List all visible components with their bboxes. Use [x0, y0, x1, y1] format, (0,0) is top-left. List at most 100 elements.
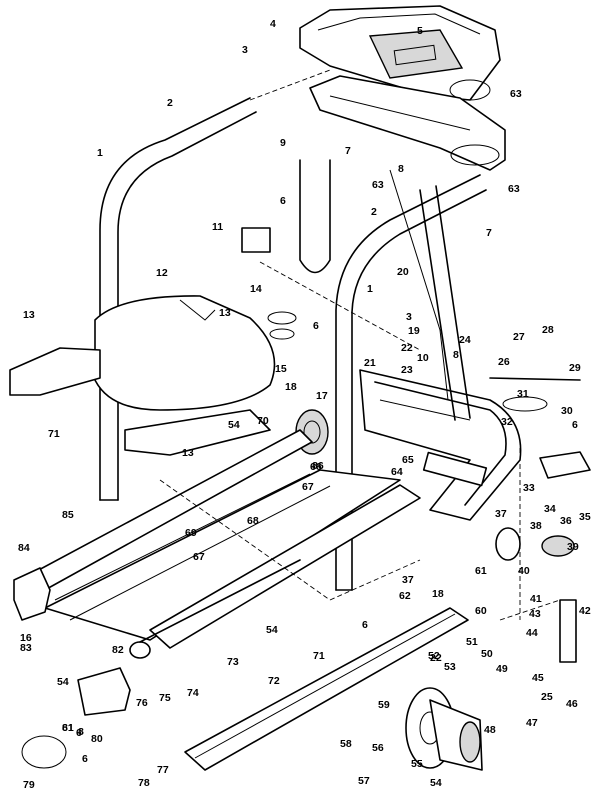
motor-cover-small — [77, 667, 131, 716]
right-upright — [335, 174, 487, 591]
pulley-wheel — [495, 527, 521, 561]
callout-86: 86 — [312, 460, 324, 472]
callout-1: 1 — [97, 147, 103, 159]
callout-35: 35 — [579, 511, 591, 523]
callout-10: 10 — [417, 352, 429, 364]
walking-deck — [44, 469, 401, 641]
callout-18: 18 — [432, 588, 444, 600]
callout-54: 54 — [57, 676, 69, 688]
callout-13: 13 — [23, 309, 35, 321]
callout-8: 8 — [453, 349, 459, 361]
callout-12: 12 — [156, 267, 168, 279]
callout-63: 63 — [372, 179, 384, 191]
callout-62: 62 — [399, 590, 411, 602]
callout-81: 81 — [62, 722, 74, 734]
callout-45: 45 — [532, 672, 544, 684]
callout-32: 32 — [501, 416, 513, 428]
callout-63: 63 — [510, 88, 522, 100]
upright-support-20 — [419, 185, 471, 421]
callout-49: 49 — [496, 663, 508, 675]
callout-56: 56 — [372, 742, 384, 754]
callout-9: 9 — [280, 137, 286, 149]
callout-26: 26 — [498, 356, 510, 368]
callout-60: 60 — [475, 605, 487, 617]
callout-82: 82 — [112, 644, 124, 656]
callout-18: 18 — [285, 381, 297, 393]
callout-30: 30 — [561, 405, 573, 417]
callout-74: 74 — [187, 687, 199, 699]
callout-67: 67 — [302, 481, 314, 493]
callout-31: 31 — [517, 388, 529, 400]
callout-64: 64 — [391, 466, 403, 478]
callout-65: 65 — [402, 454, 414, 466]
callout-2: 2 — [167, 97, 173, 109]
callout-27: 27 — [513, 331, 525, 343]
callout-25: 25 — [541, 691, 553, 703]
key-cord — [21, 735, 67, 769]
callout-59: 59 — [378, 699, 390, 711]
callout-54: 54 — [228, 419, 240, 431]
console-base — [309, 75, 506, 171]
callout-43: 43 — [529, 608, 541, 620]
right-rail — [149, 484, 421, 649]
callout-7: 7 — [486, 227, 492, 239]
assembly-lines — [159, 69, 561, 621]
incline-motor — [405, 687, 483, 771]
callout-73: 73 — [227, 656, 239, 668]
callout-6: 6 — [362, 619, 368, 631]
callout-20: 20 — [397, 266, 409, 278]
callout-54: 54 — [430, 777, 442, 789]
callout-41: 41 — [530, 593, 542, 605]
callout-3: 3 — [242, 44, 248, 56]
front-roller — [129, 559, 301, 659]
hood-bracket-left — [9, 347, 101, 396]
callout-15: 15 — [275, 363, 287, 375]
callout-13: 13 — [182, 447, 194, 459]
callout-6: 6 — [313, 320, 319, 332]
callout-46: 46 — [566, 698, 578, 710]
callout-22: 22 — [430, 652, 442, 664]
callout-8: 8 — [398, 163, 404, 175]
callout-85: 85 — [62, 509, 74, 521]
callout-61: 61 — [475, 565, 487, 577]
callout-23: 23 — [401, 364, 413, 376]
callout-28: 28 — [542, 324, 554, 336]
callout-52: 52 — [428, 650, 440, 662]
callout-17: 17 — [316, 390, 328, 402]
callout-33: 33 — [523, 482, 535, 494]
callout-47: 47 — [526, 717, 538, 729]
callout-71: 71 — [48, 428, 60, 440]
callout-50: 50 — [481, 648, 493, 660]
callout-19: 19 — [408, 325, 420, 337]
cable-coil — [502, 396, 548, 412]
callout-79: 79 — [23, 779, 35, 791]
main-frame — [359, 369, 522, 521]
callout-39: 39 — [567, 541, 579, 553]
callout-8: 8 — [78, 726, 84, 738]
callouts: 1 1 2 2 3 3 4 5 6 6 6 6 6 6 7 7 8 8 8 9 … — [18, 18, 591, 791]
callout-76: 76 — [136, 697, 148, 709]
callout-84: 84 — [18, 542, 30, 554]
callout-6: 6 — [82, 753, 88, 765]
callout-6: 6 — [280, 195, 286, 207]
callout-16: 16 — [20, 632, 32, 644]
callout-14: 14 — [250, 283, 262, 295]
strap-9 — [299, 159, 331, 274]
motor-hood — [94, 295, 276, 411]
callout-63: 63 — [508, 183, 520, 195]
front-endcap — [13, 567, 51, 621]
upright-wire — [389, 169, 449, 401]
callout-55: 55 — [411, 758, 423, 770]
callout-80: 80 — [91, 733, 103, 745]
callout-68: 68 — [247, 515, 259, 527]
callout-37: 37 — [402, 574, 414, 586]
shaft-bolt — [489, 377, 581, 381]
base-frame — [184, 607, 469, 771]
console-display — [368, 29, 464, 79]
callout-11: 11 — [212, 221, 223, 233]
callout-29: 29 — [569, 362, 581, 374]
callout-1: 1 — [367, 283, 373, 295]
callout-53: 53 — [444, 661, 456, 673]
